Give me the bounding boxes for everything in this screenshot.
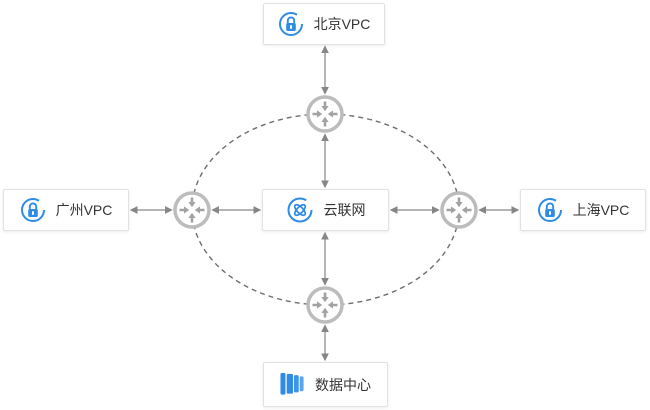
node-label: 北京VPC	[313, 16, 371, 32]
router-icon	[306, 95, 344, 133]
node-ccn: 云联网	[262, 189, 389, 231]
datacenter-icon	[280, 372, 304, 395]
vpc-lock-icon	[278, 12, 303, 36]
node-label: 数据中心	[315, 376, 371, 393]
node-datacenter: 数据中心	[263, 362, 388, 407]
node-label: 云联网	[323, 202, 366, 218]
node-label: 上海VPC	[572, 202, 630, 218]
ccn-icon	[287, 197, 312, 223]
vpc-lock-icon	[537, 198, 562, 222]
router-icon	[440, 191, 478, 229]
router-icon	[173, 191, 211, 229]
node-shanghai-vpc: 上海VPC	[520, 189, 646, 231]
router-icon	[306, 286, 344, 324]
node-guangzhou-vpc: 广州VPC	[3, 189, 129, 231]
vpc-lock-icon	[20, 198, 45, 222]
node-beijing-vpc: 北京VPC	[263, 3, 385, 45]
node-label: 广州VPC	[55, 202, 113, 218]
